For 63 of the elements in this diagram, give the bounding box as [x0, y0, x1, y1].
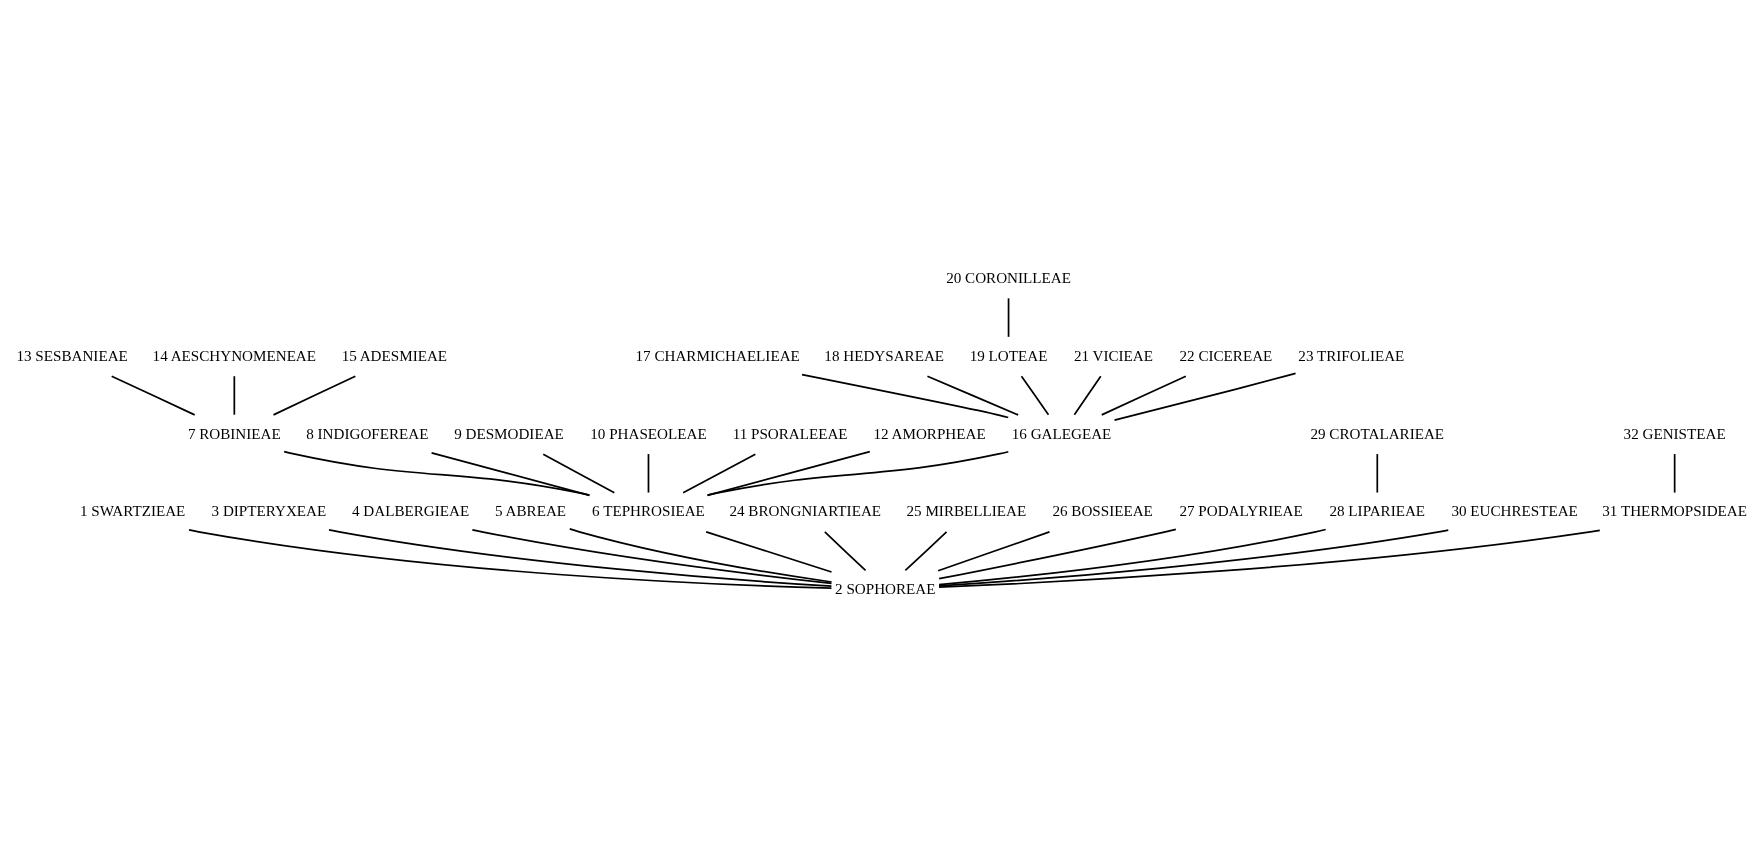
connector — [568, 527, 833, 583]
connector — [1100, 374, 1187, 416]
node-text: 30 EUCHRESTEAE — [1451, 502, 1578, 519]
node-text: 14 AESCHYNOMENEAE — [152, 347, 317, 364]
node-text: 13 SESBANIEAE — [16, 347, 128, 364]
node-text: 27 PODALYRIEAE — [1179, 502, 1303, 519]
node-text: 26 BOSSIEEAE — [1052, 502, 1153, 519]
connector — [647, 452, 650, 493]
connector — [801, 373, 1010, 418]
node-text: 23 TRIFOLIEAE — [1298, 347, 1405, 364]
node-text: 24 BRONGNIARTIEAE — [729, 502, 882, 519]
connector — [328, 528, 833, 587]
node-text: 25 MIRBELLIEAE — [906, 502, 1027, 519]
node-text: 28 LIPARIEAE — [1329, 502, 1426, 519]
node-text: 32 GENISTEAE — [1623, 425, 1726, 441]
node-text: 6 TEPHROSIEAE — [592, 502, 705, 519]
node-text: 2 SOPHOREAE — [835, 580, 936, 597]
connector — [110, 374, 196, 416]
node-text: 17 CHARMICHAELIEAE — [635, 347, 800, 364]
node-text: 5 ABREAE — [495, 502, 567, 519]
connector — [682, 452, 757, 494]
connector — [938, 528, 1177, 580]
node-text: 22 CICEREAE — [1179, 347, 1273, 364]
node-text: 9 DESMODIEAE — [454, 425, 564, 441]
node-text: 11 PSORALEEAE — [732, 425, 848, 441]
connector — [542, 452, 616, 494]
connector — [233, 374, 236, 416]
node-text: 18 HEDYSAREAE — [824, 347, 945, 364]
connector — [706, 450, 1010, 496]
connector — [938, 528, 1327, 586]
connector — [272, 374, 357, 416]
connector — [1073, 374, 1102, 416]
node-text: 3 DIPTERYXEAE — [211, 502, 327, 519]
connector — [1113, 372, 1297, 421]
connector — [823, 530, 867, 571]
connector — [471, 528, 833, 584]
connector — [1376, 452, 1379, 493]
node-text: 16 GALEGEAE — [1011, 425, 1112, 441]
connector — [188, 528, 833, 589]
node-text: 1 SWARTZIEAE — [79, 502, 186, 519]
connector — [1673, 452, 1676, 493]
node-text: 10 PHASEOLEAE — [590, 425, 707, 441]
node-text: 12 AMORPHEAE — [873, 425, 986, 441]
connector — [1007, 297, 1010, 338]
node-text: 29 CROTALARIEAE — [1310, 425, 1445, 441]
node-text: 31 THERMOPSIDEAE — [1602, 502, 1747, 519]
connector — [283, 450, 591, 496]
connector — [706, 450, 871, 496]
connector — [430, 451, 591, 496]
connector — [1020, 374, 1050, 416]
connector — [705, 530, 833, 573]
connector — [937, 530, 1051, 572]
connector — [938, 528, 1601, 588]
node-text: 15 ADESMIEAE — [341, 347, 448, 364]
connector — [926, 374, 1020, 416]
node-text: 21 VICIEAE — [1073, 347, 1154, 364]
node-text: 4 DALBERGIEAE — [351, 502, 470, 519]
connector — [938, 528, 1450, 587]
node-text: 7 ROBINIEAE — [187, 425, 281, 441]
node-text: 8 INDIGOFEREAE — [306, 425, 429, 441]
node-text: 19 LOTEAE — [969, 347, 1048, 364]
connector — [904, 530, 948, 571]
node-text: 20 CORONILLEAE — [946, 269, 1071, 286]
